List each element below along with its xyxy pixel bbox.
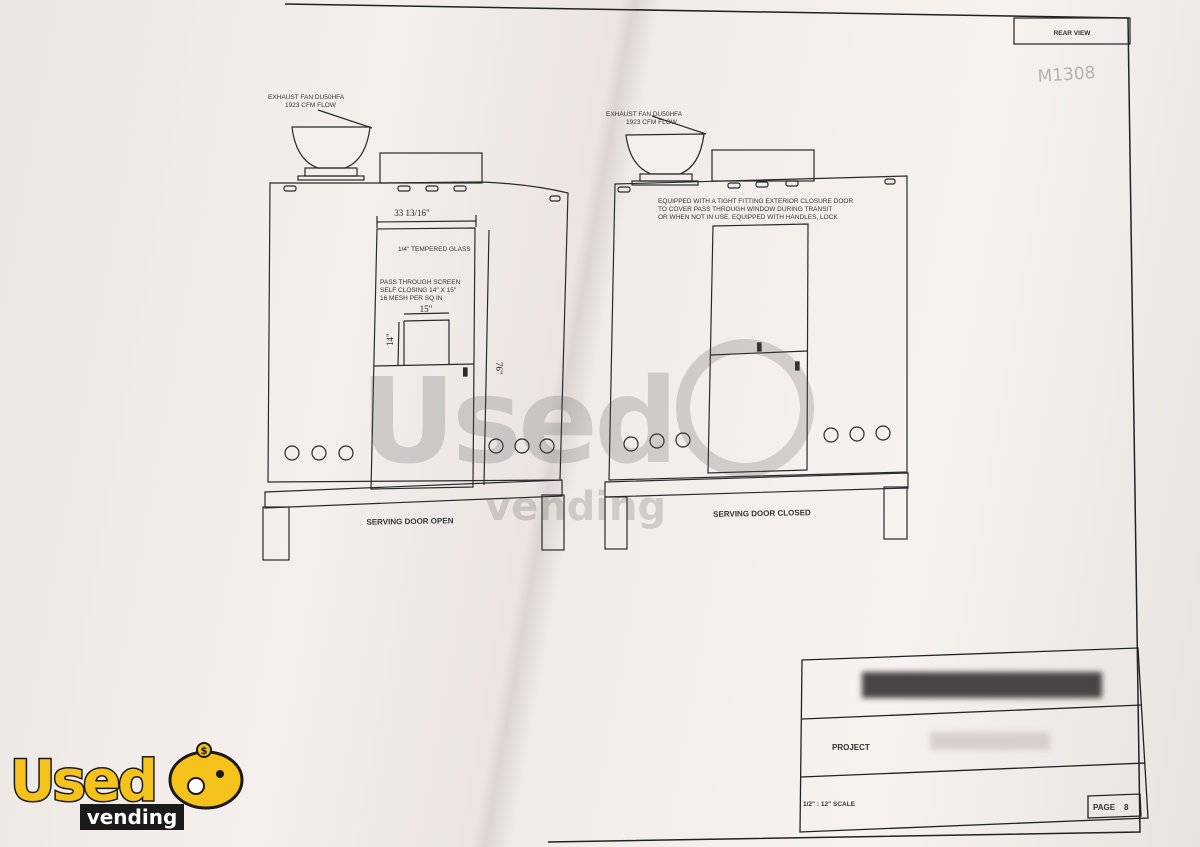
door-closed	[707, 223, 809, 474]
fan-label-left-2: 1923 CFM FLOW	[285, 102, 337, 109]
door-height-dim: 76"	[494, 362, 504, 375]
closure-note-2: TO COVER PASS THROUGH WINDOW DURING TRAN…	[658, 206, 832, 213]
page-label: PAGE	[1093, 803, 1116, 812]
screen-label-2: SELF CLOSING 14" X 15"	[380, 287, 457, 294]
right-view	[604, 115, 909, 550]
screen-label-1: PASS THROUGH SCREEN	[380, 279, 461, 286]
logo-sub: vending	[87, 805, 178, 829]
page-number: 8	[1124, 803, 1129, 812]
sheet-border	[284, 3, 1141, 843]
svg-text:$: $	[201, 746, 208, 757]
leg-left-1	[262, 506, 290, 561]
screen-label-3: 16 MESH PER SQ IN	[380, 295, 443, 302]
exhaust-fan-right	[625, 115, 707, 186]
screen-height-dim: 14"	[385, 333, 395, 346]
leg-right-2	[883, 486, 908, 540]
roof-box-right	[711, 149, 815, 182]
project-label: PROJECT	[832, 743, 870, 752]
caption-door-closed: SERVING DOOR CLOSED	[713, 508, 811, 519]
left-view-labels: EXHAUST FAN DU50HFA 1923 CFM FLOW 33 13/…	[268, 94, 504, 527]
width-dim-label: 33 13/16"	[394, 208, 430, 218]
watermark-word: Used	[360, 352, 675, 490]
redacted-title	[862, 672, 1102, 750]
glass-label: 1/4" TEMPERED GLASS	[398, 246, 471, 253]
leg-right-1	[604, 496, 628, 550]
portholes-right	[623, 425, 891, 452]
vent-slots-right	[617, 178, 896, 193]
pass-through-screen	[403, 319, 450, 364]
exhaust-fan-left	[291, 109, 373, 181]
rear-view-label: REAR VIEW	[1054, 30, 1092, 37]
scale-label: 1/2" : 12" SCALE	[803, 801, 856, 808]
rear-view-box: REAR VIEW	[1013, 17, 1131, 45]
left-view	[262, 109, 569, 561]
base-right	[604, 472, 909, 498]
leg-left-2	[541, 494, 565, 551]
handwritten-note: M1308	[1037, 63, 1096, 87]
watermark-sub: vending	[485, 484, 666, 530]
screen-width-dim: 15"	[420, 304, 433, 314]
vent-slots-left	[283, 185, 561, 202]
watermark: Used vending	[360, 339, 814, 530]
title-block	[799, 647, 1149, 833]
cart-body-left	[267, 181, 569, 483]
fan-label-right-1: EXHAUST FAN DU50HFA	[606, 111, 683, 118]
logo-word: Used	[10, 749, 155, 814]
piggy-bank-icon: $	[168, 742, 244, 810]
used-vending-logo: Used $ vending	[9, 742, 244, 830]
closure-note-1: EQUIPPED WITH A TIGHT FITTING EXTERIOR C…	[658, 198, 853, 205]
right-view-labels: EXHAUST FAN DU50HFA 1923 CFM FLOW EQUIPP…	[606, 111, 853, 519]
portholes-left	[284, 438, 555, 461]
door-frame-left	[370, 227, 476, 490]
cart-body-right	[608, 175, 908, 481]
fan-label-left-1: EXHAUST FAN DU50HFA	[268, 94, 345, 101]
caption-door-open: SERVING DOOR OPEN	[366, 516, 453, 527]
closure-note-3: OR WHEN NOT IN USE. EQUIPPED WITH HANDLE…	[658, 214, 838, 221]
roof-box-left	[379, 152, 483, 184]
fan-label-right-2: 1923 CFM FLOW	[626, 119, 678, 126]
base-left	[264, 479, 563, 509]
